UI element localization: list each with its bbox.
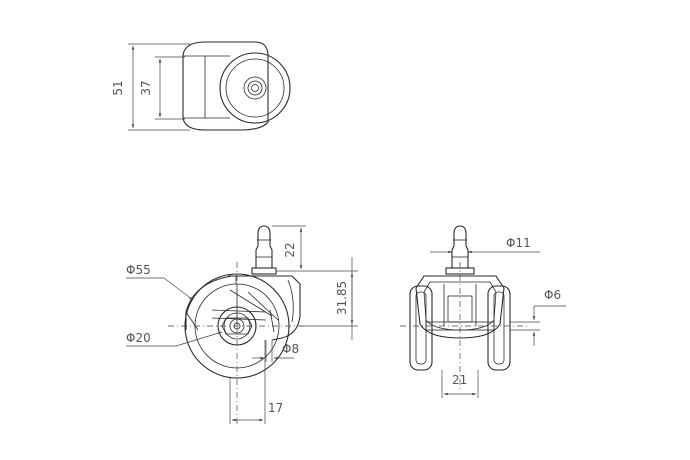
- dim-side-offset: 17: [268, 401, 283, 415]
- dim-top-body-height: 37: [139, 80, 153, 95]
- dim-front-stem-diameter: Φ11: [506, 236, 531, 250]
- top-view: [128, 41, 291, 131]
- dim-side-hub-diameter: Φ20: [126, 331, 151, 345]
- dim-top-overall-height: 51: [111, 80, 125, 95]
- side-view: [126, 225, 358, 424]
- dim-side-body-height: 31.85: [335, 281, 349, 315]
- dim-front-width: 21: [452, 373, 467, 387]
- front-view: [400, 225, 566, 398]
- dim-side-stem-height: 22: [283, 242, 297, 257]
- dim-front-axle-diameter: Φ6: [544, 288, 561, 302]
- dim-side-wheel-diameter: Φ55: [126, 263, 151, 277]
- dim-side-axle-diameter: Φ8: [282, 342, 299, 356]
